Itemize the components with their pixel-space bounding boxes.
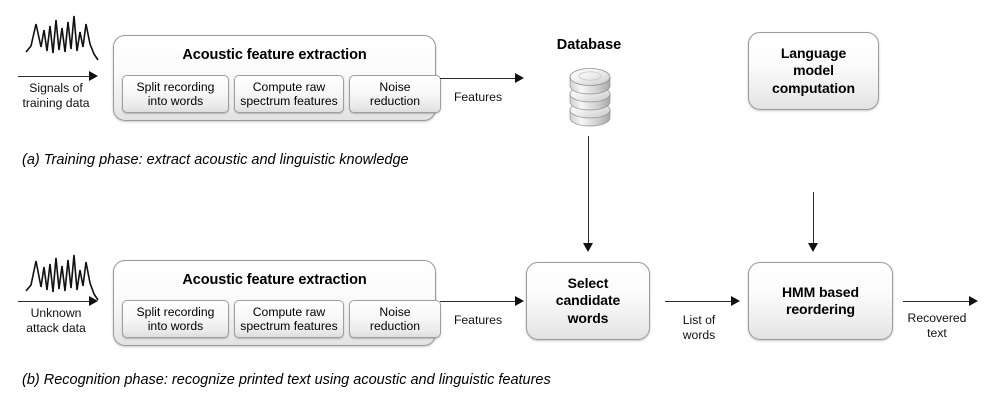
input-arrow-line-a	[18, 76, 90, 77]
features-arrow-head-b	[515, 296, 524, 306]
waveform-icon-b	[24, 247, 102, 308]
stage-noise-reduction-a[interactable]: Noise reduction	[349, 75, 441, 113]
recovered-text-arrow-head	[969, 296, 978, 306]
input-arrow-line-b	[18, 301, 90, 302]
select-candidate-words-label: Select candidate words	[555, 275, 621, 326]
input-label-b: Unknown attack data	[26, 306, 86, 335]
hmm-based-reordering-box[interactable]: HMM based reordering	[748, 262, 893, 340]
database-label: Database	[556, 37, 622, 53]
database-cylinder-icon	[564, 60, 616, 137]
acoustic-box-title-b: Acoustic feature extraction	[182, 272, 367, 288]
recovered-text-edge-label: Recovered text	[907, 311, 967, 340]
language-model-to-hmm-arrowhead	[808, 243, 818, 252]
stage-compute-spectrum-b[interactable]: Compute raw spectrum features	[234, 300, 344, 338]
features-arrow-line-b	[440, 301, 516, 302]
features-arrow-line-a	[440, 78, 516, 79]
list-of-words-edge-label: List of words	[682, 313, 716, 342]
input-arrow-head-a	[89, 71, 98, 81]
input-arrow-head-b	[89, 296, 98, 306]
hmm-based-reordering-label: HMM based reordering	[782, 283, 859, 317]
acoustic-box-title-a: Acoustic feature extraction	[182, 47, 367, 63]
language-model-to-hmm-line	[813, 192, 814, 244]
recovered-text-arrow-line	[903, 301, 970, 302]
input-label-a: Signals of training data	[22, 81, 90, 110]
stage-compute-spectrum-a[interactable]: Compute raw spectrum features	[234, 75, 344, 113]
stage-split-recording-b[interactable]: Split recording into words	[122, 300, 229, 338]
features-edge-label-a: Features	[453, 90, 503, 104]
caption-training-phase: (a) Training phase: extract acoustic and…	[22, 152, 409, 168]
features-edge-label-b: Features	[453, 313, 503, 327]
stage-split-recording-a[interactable]: Split recording into words	[122, 75, 229, 113]
waveform-icon	[24, 6, 102, 69]
caption-recognition-phase: (b) Recognition phase: recognize printed…	[22, 372, 551, 388]
features-arrow-head-a	[515, 73, 524, 83]
select-candidate-words-box[interactable]: Select candidate words	[526, 262, 650, 340]
stage-noise-reduction-b[interactable]: Noise reduction	[349, 300, 441, 338]
database-to-select-arrowhead	[583, 243, 593, 252]
list-of-words-arrow-head	[731, 296, 740, 306]
acoustic-feature-extraction-box-a[interactable]: Acoustic feature extraction Split record…	[113, 35, 441, 121]
acoustic-feature-extraction-box-b[interactable]: Acoustic feature extraction Split record…	[113, 260, 441, 346]
language-model-box[interactable]: Language model computation	[748, 32, 879, 110]
database-to-select-line	[588, 136, 589, 244]
language-model-label: Language model computation	[772, 45, 855, 96]
list-of-words-arrow-line	[665, 301, 732, 302]
